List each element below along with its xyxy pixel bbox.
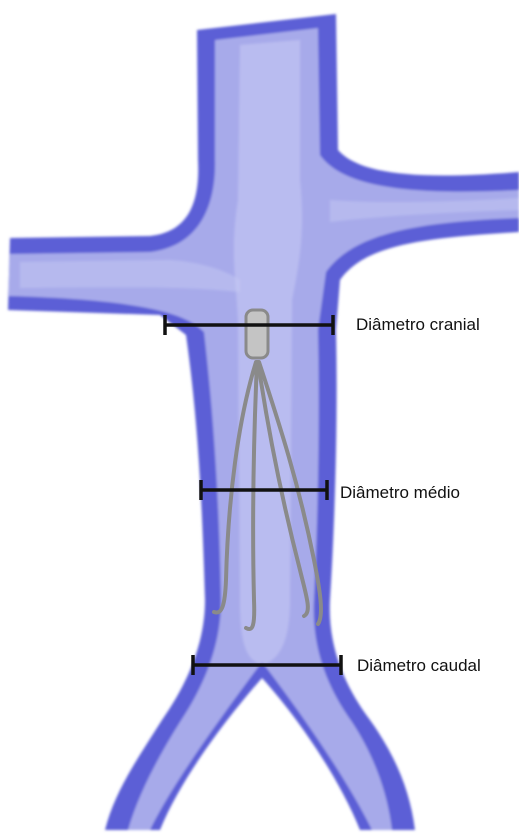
- filter-head: [246, 310, 268, 358]
- label-diametro-caudal: Diâmetro caudal: [357, 657, 481, 674]
- label-diametro-cranial: Diâmetro cranial: [356, 316, 480, 333]
- label-diametro-medio: Diâmetro médio: [340, 484, 460, 501]
- vessel: [8, 14, 519, 830]
